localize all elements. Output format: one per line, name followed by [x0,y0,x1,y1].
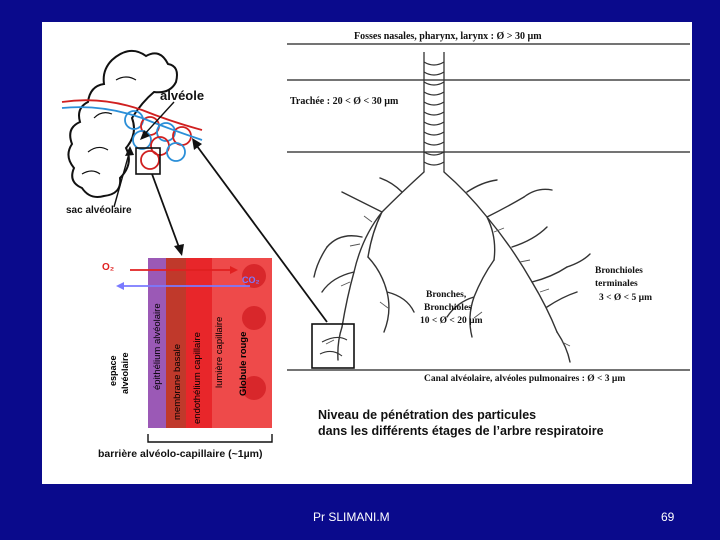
label-alveole: alvéole [160,88,205,103]
page-number: 69 [661,510,675,524]
label-bronchioles-2: terminales [595,279,638,289]
layer-epithelium [148,258,166,428]
arrow-to-barrier [151,173,181,251]
barrier-brace [147,434,273,443]
label-endothelium: endothélium capillaire [192,332,203,424]
trachea-drawing [423,52,445,172]
label-bronches-2: Bronchioles [424,303,472,313]
label-bronchioles-3: 3 < Ø < 5 µm [599,293,652,303]
label-o2: O₂ [102,262,115,273]
label-fosses: Fosses nasales, pharynx, larynx : Ø > 30… [354,31,542,42]
bronchial-tree-drawing [313,171,591,363]
label-bronches-3: 10 < Ø < 20 µm [420,316,483,326]
arrow-big [193,141,328,323]
red-cell-3 [242,376,266,400]
label-canal: Canal alvéolaire, alvéoles pulmonaires :… [424,374,626,384]
diagram-drawing [61,43,690,443]
zoom-box-canal [311,323,355,369]
label-globule: Globule rouge [238,331,249,396]
label-epithelium: épithélium alvéolaire [152,303,163,390]
label-espace-2: alvéolaire [120,352,130,394]
label-trachee: Trachée : 20 < Ø < 30 µm [290,96,399,107]
layer-membrane [166,258,186,428]
alveole-cluster [61,99,203,170]
footer-author: Pr SLIMANI.M [313,510,390,524]
label-co2: CO₂ [242,275,260,285]
label-sac: sac alvéolaire [66,205,132,216]
red-cell-2 [242,306,266,330]
slide-panel: alvéole sac alvéolaire Fosses nasales, p… [42,22,692,484]
zoom-box-alveole [135,147,161,175]
label-niveau-2: dans les différents étages de l’arbre re… [318,424,604,438]
label-espace-1: espace [108,355,118,386]
label-barriere: barrière alvéolo-capillaire (~1µm) [98,448,263,460]
label-lumiere: lumière capillaire [214,316,225,388]
arrow-alveole [141,101,175,138]
red-cell-1 [242,264,266,288]
label-bronchioles-1: Bronchioles [595,266,643,276]
alveolar-sac-drawing [67,49,178,198]
label-niveau-1: Niveau de pénétration des particules [318,408,537,422]
label-bronches-1: Bronches, [426,290,467,300]
label-membrane: membrane basale [172,343,183,420]
arrow-sac [113,149,131,208]
